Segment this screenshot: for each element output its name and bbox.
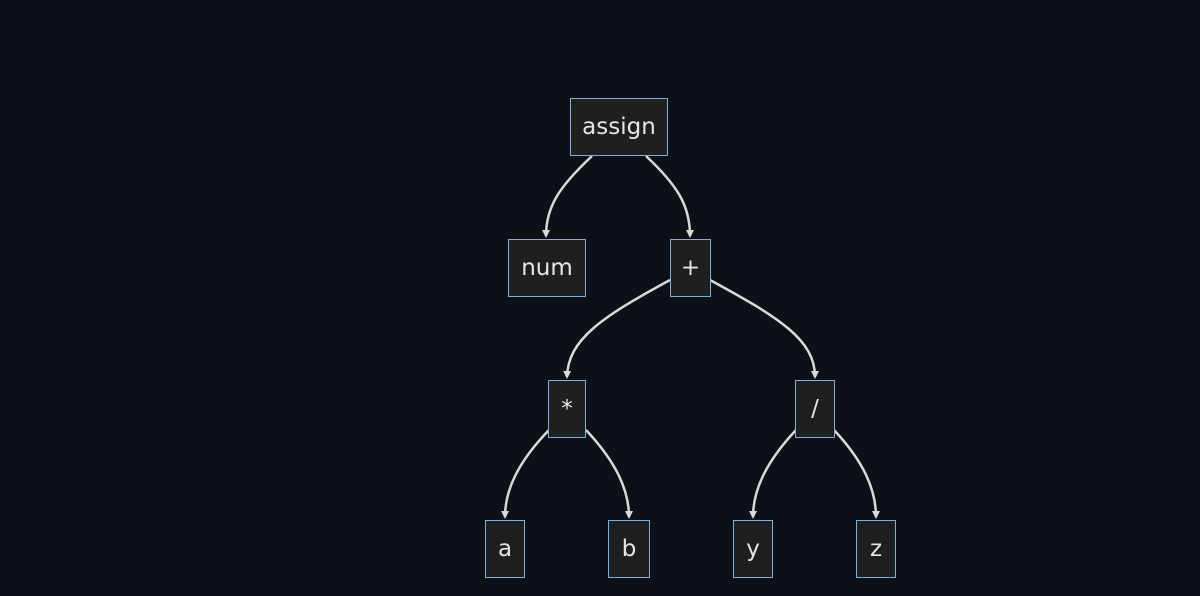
edge-div-z [833,429,880,519]
edge-assign-num [542,155,593,238]
edge-plus-div [709,278,819,379]
node-assign: assign [570,98,668,156]
node-a: a [485,520,525,578]
node-plus-operator: + [670,239,711,297]
node-z: z [856,520,896,578]
node-divide-operator: / [795,380,835,438]
node-num: num [508,239,586,297]
node-multiply-operator: * [548,380,586,438]
edge-mul-b [585,429,633,519]
edge-div-y [749,429,797,519]
node-y: y [733,520,773,578]
edge-assign-plus [645,155,694,238]
edge-mul-a [501,429,550,519]
node-b: b [608,520,650,578]
edge-plus-mul [563,278,671,379]
